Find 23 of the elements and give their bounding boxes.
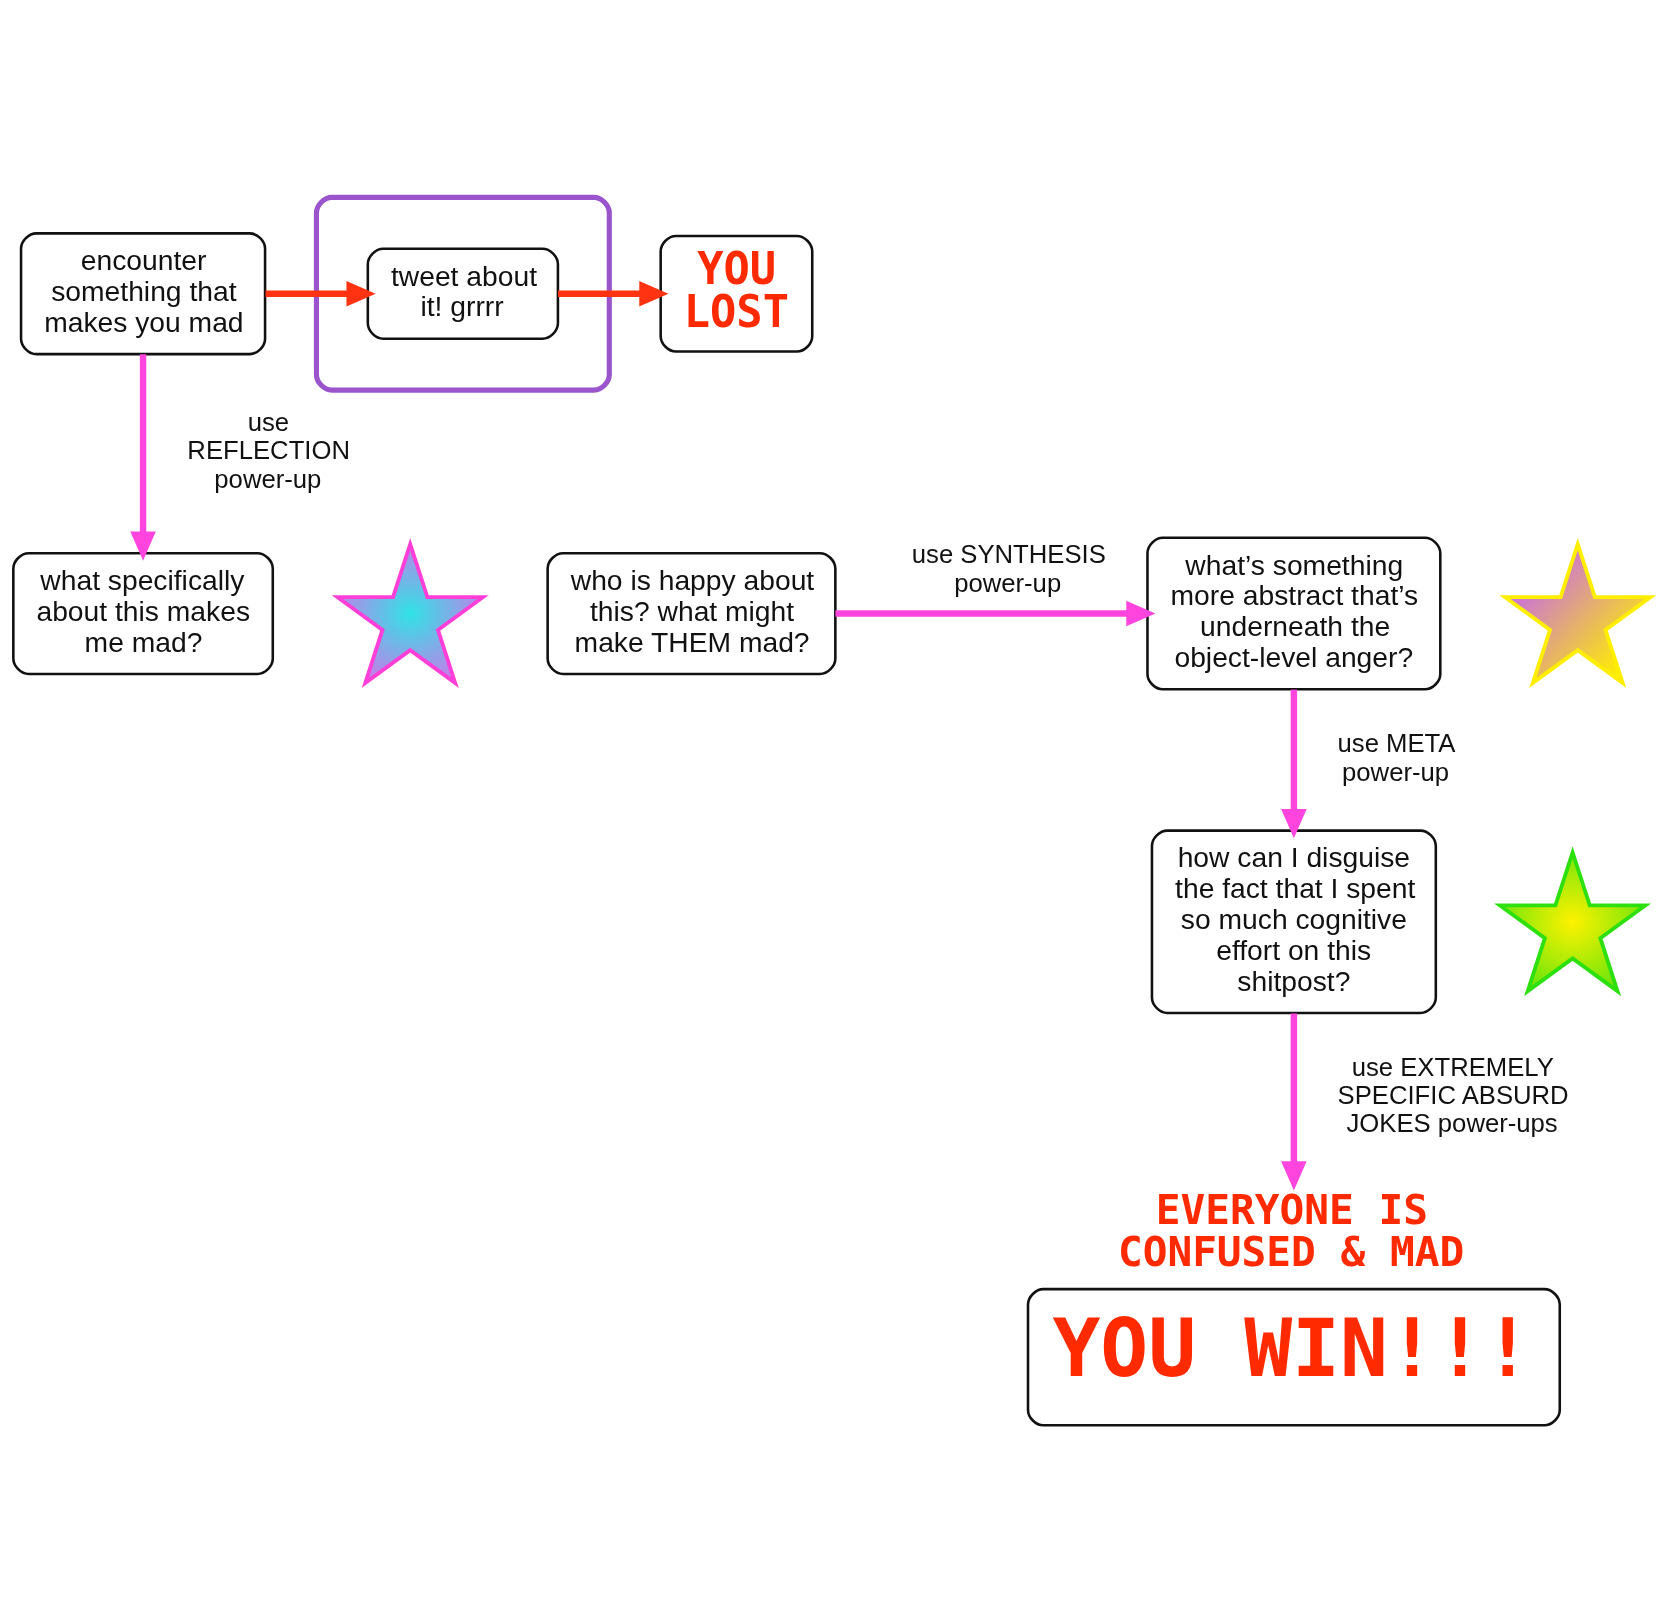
edge-label: use REFLECTION power-up <box>187 408 350 493</box>
arrow <box>1281 1013 1307 1191</box>
edge-label: use META power-up <box>1337 729 1456 786</box>
node-box: YOU WIN!!! <box>1026 1287 1562 1427</box>
node-box: tweet about it! grrrr <box>366 247 560 340</box>
cluster <box>313 194 612 393</box>
arrow <box>265 280 376 307</box>
node-box: what’s something more abstract that’s underneath the object-level anger? <box>1146 536 1442 691</box>
node-star <box>331 537 489 688</box>
node-box: who is happy about this? what might make THEM mad? <box>546 551 837 676</box>
edge-label: use SYNTHESIS power-up <box>911 540 1106 597</box>
node-box: encounter something that makes you mad <box>19 232 267 356</box>
node-box: how can I disguise the fact that I spent so much cognitive effort on this shitpost? <box>1150 829 1438 1015</box>
node-box: YOU LOST <box>659 234 814 353</box>
node-star <box>1499 537 1656 688</box>
node-box: what specifically about this makes me mad? <box>12 551 275 676</box>
edge-label: use EXTREMELY SPECIFIC ABSURD JOKES power-ups <box>1337 1052 1569 1138</box>
arrow <box>130 354 156 561</box>
node-label: EVERYONE IS CONFUSED & MAD <box>1117 1186 1465 1276</box>
arrow <box>835 600 1156 627</box>
arrow <box>558 280 669 307</box>
node-star <box>1494 846 1652 997</box>
arrow <box>1281 689 1307 839</box>
